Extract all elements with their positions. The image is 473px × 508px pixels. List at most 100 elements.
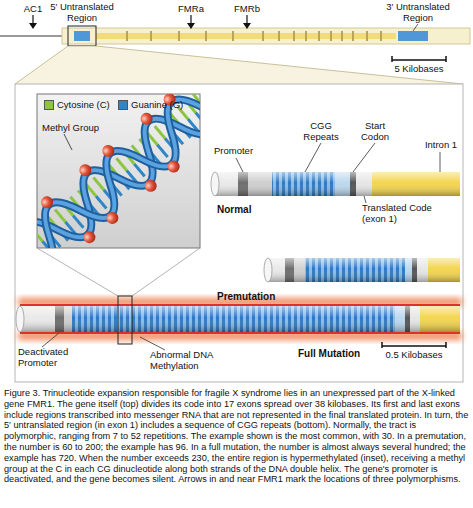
zoom-box — [118, 296, 132, 344]
methylation-inset — [37, 94, 200, 248]
label-text: 5 Kilobases — [386, 64, 452, 75]
zoom-box — [37, 248, 118, 296]
legend-swatch — [44, 100, 54, 110]
label-text: AC1 — [18, 4, 48, 15]
full-mutation-gene-band — [20, 304, 460, 306]
gene-map — [341, 31, 343, 41]
gene-map — [0, 35, 62, 37]
polymorphism-arrow — [243, 23, 251, 29]
label-text: 0.5 Kilobases — [378, 350, 450, 361]
label-text: FMRb — [232, 4, 262, 15]
scale-bar — [382, 345, 446, 347]
methylation-inset — [81, 229, 98, 246]
methylation-inset — [100, 142, 117, 159]
scale-bar — [381, 342, 383, 348]
label-text: Promoter — [214, 146, 264, 157]
methylation-inset — [104, 210, 121, 227]
legend-swatch — [118, 100, 128, 110]
full-mutation-gene-band — [20, 306, 460, 332]
gene-band-node: Premutation — [213, 255, 463, 305]
gene-map — [318, 31, 320, 41]
gene-map — [205, 31, 207, 41]
methylation-inset — [37, 94, 200, 248]
zoom-box — [132, 248, 200, 296]
methylation-inset — [165, 158, 182, 175]
methylation-inset — [37, 94, 200, 248]
label-text: 3′ Untranslated Region — [380, 2, 456, 23]
full-mutation-gene-band — [16, 306, 24, 332]
zoom-wedge — [15, 46, 68, 84]
band-heading: Normal — [217, 204, 251, 215]
full-mutation-gene-band — [16, 298, 462, 340]
premutation-gene-band — [264, 258, 460, 282]
zoom-wedge — [15, 46, 463, 84]
gene-map — [232, 31, 234, 41]
gene-band-node: Full Mutation — [18, 298, 463, 366]
leader-line — [413, 24, 418, 31]
label-text: Start Codon — [354, 121, 396, 142]
zoom-wedge — [15, 46, 463, 84]
leader-line — [236, 143, 440, 203]
scale-bar — [392, 59, 446, 61]
gene-map — [398, 31, 428, 41]
leader-line — [413, 24, 418, 31]
methylation-inset — [39, 194, 56, 211]
figure-caption: Figure 3. Trinucleotide expansion respon… — [4, 388, 469, 485]
normal-gene-band — [211, 172, 460, 196]
gene-map — [178, 31, 180, 41]
methylation-inset — [37, 94, 200, 248]
premutation-gene-band — [268, 258, 460, 282]
leader-line — [236, 158, 243, 172]
label-text: Intron 1 — [420, 140, 462, 151]
zoom-box — [37, 248, 200, 344]
gene-map — [68, 26, 96, 46]
band-heading: Premutation — [217, 291, 275, 302]
methylation-inset — [138, 110, 155, 127]
normal-gene-band — [211, 172, 219, 196]
full-mutation-gene-band — [20, 332, 460, 334]
leader-line — [42, 333, 59, 347]
gene-map — [0, 26, 470, 46]
legend-text: Cytosine (C) — [57, 100, 110, 111]
label-text: Methyl Group — [42, 123, 112, 134]
gene-map — [150, 31, 152, 41]
gene-band-node: Normal — [213, 168, 463, 218]
legend-text: Guanine (G) — [131, 100, 183, 111]
gene-map — [305, 31, 307, 41]
methylation-inset — [37, 94, 200, 248]
polymorphism-arrow — [29, 23, 37, 29]
methylation-inset — [77, 162, 94, 179]
leader-line — [440, 152, 441, 172]
label-text: Deactivated Promoter — [18, 347, 80, 368]
gene-map — [126, 31, 128, 41]
polymorphism-arrow — [187, 23, 195, 29]
methylation-inset — [64, 134, 72, 150]
band-heading: Full Mutation — [298, 348, 360, 359]
normal-gene-band — [215, 172, 460, 196]
leader-line — [305, 143, 321, 172]
label-text: CGG Repeats — [298, 121, 344, 142]
gene-map — [330, 31, 332, 41]
premutation-gene-band — [264, 258, 272, 282]
label-text: Abnormal DNA Methylation — [150, 350, 226, 371]
zoom-wedge — [96, 46, 463, 84]
scale-bar — [392, 56, 446, 62]
gene-map — [380, 31, 382, 41]
label-text: FMRa — [176, 4, 206, 15]
methylation-inset — [37, 94, 200, 248]
scale-bar — [382, 342, 446, 348]
scale-bar — [391, 56, 393, 62]
scale-bar — [445, 56, 447, 62]
gene-map — [366, 31, 368, 41]
methylation-inset — [37, 94, 200, 248]
detail-panel — [15, 84, 463, 382]
gene-map — [62, 28, 470, 44]
methylation-inset — [142, 177, 159, 194]
gene-map — [96, 33, 396, 39]
leader-line — [353, 143, 375, 172]
leader-line — [140, 337, 165, 350]
gene-map — [278, 31, 280, 41]
gene-map — [74, 31, 90, 41]
gene-map — [262, 31, 264, 41]
